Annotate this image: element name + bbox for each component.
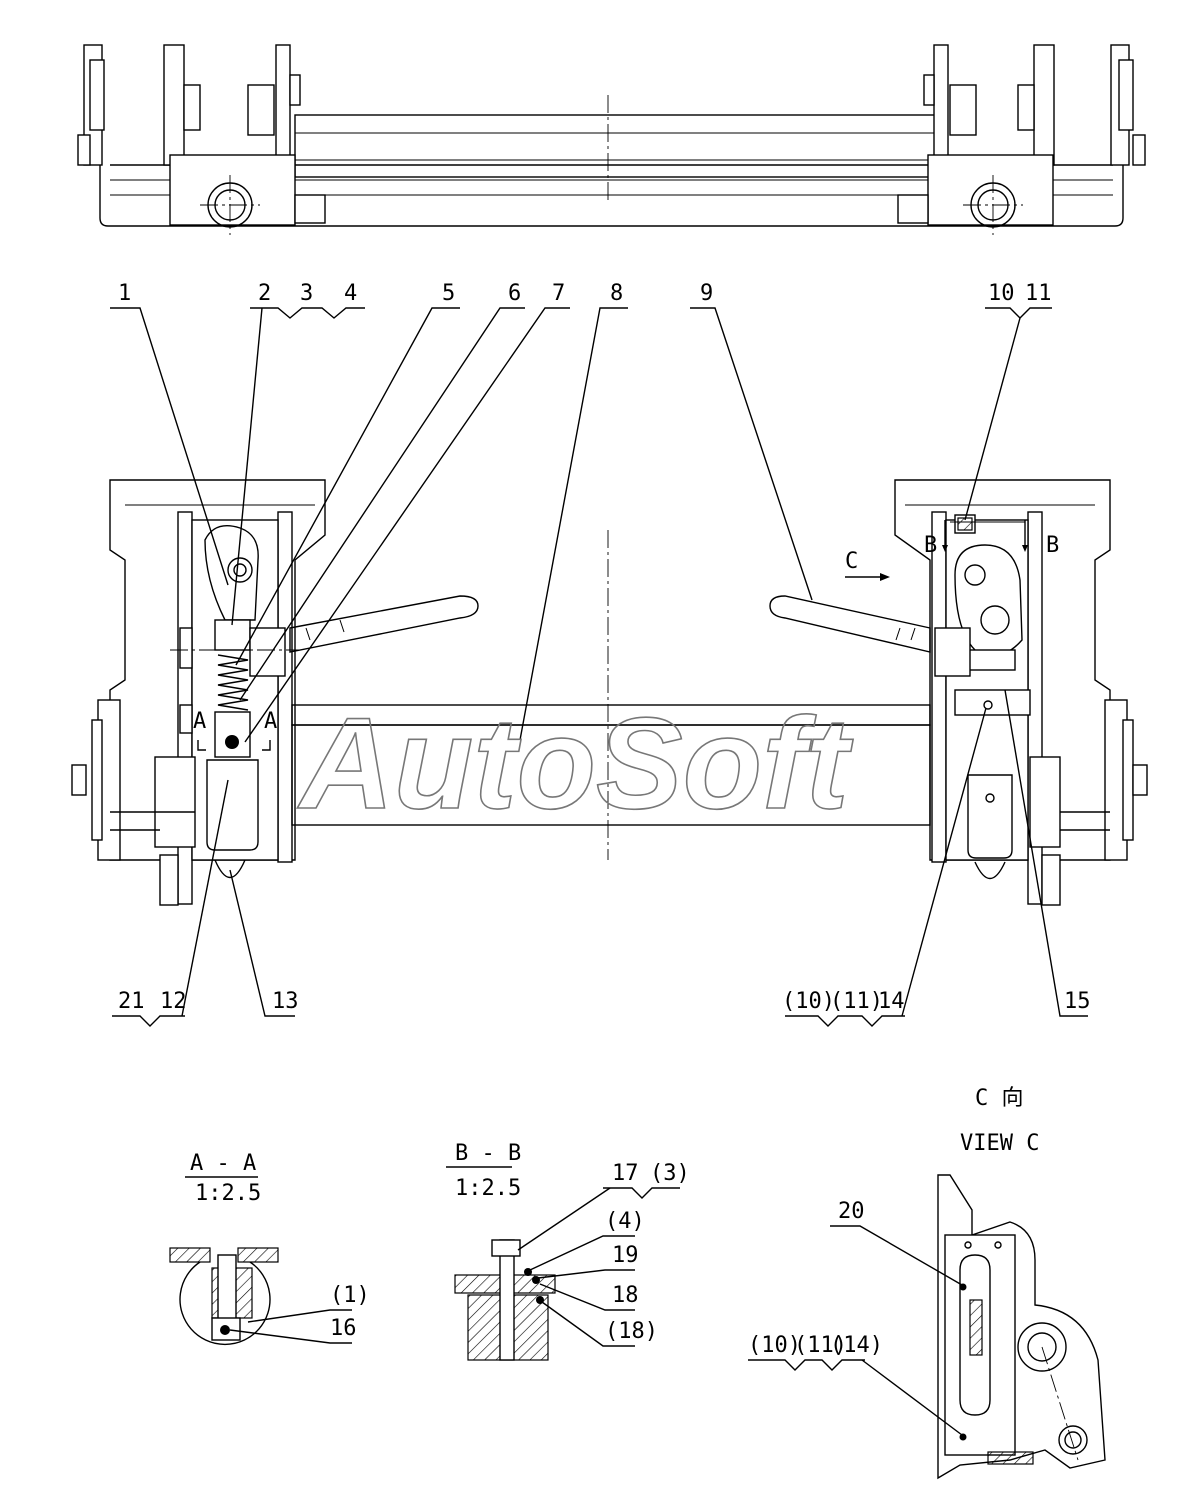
- callout-3: 3: [300, 281, 313, 306]
- callout-8: 8: [610, 281, 623, 306]
- section-aa-scale: 1:2.5: [195, 1181, 261, 1206]
- label-bb-p4: (4): [605, 1209, 645, 1234]
- right-housing: [894, 479, 1111, 861]
- callout-6: 6: [508, 281, 521, 306]
- view-mark-c: C: [845, 549, 858, 574]
- callout-1: 1: [118, 281, 131, 306]
- callout-15: 15: [1064, 989, 1091, 1014]
- label-aa-p1: (1): [330, 1283, 370, 1308]
- watermark: AutoSoft: [297, 690, 853, 836]
- callout-7: 7: [552, 281, 565, 306]
- label-aa-16: 16: [330, 1316, 357, 1341]
- view-c-title-en: VIEW C: [960, 1131, 1039, 1156]
- section-mark-a-right: A: [264, 709, 277, 734]
- callout-13: 13: [272, 989, 299, 1014]
- callout-4: 4: [344, 281, 357, 306]
- top-shaft: [294, 114, 936, 178]
- callouts: 1 2 3 4 5 6 7 8 9 10 11 21 12 13 (10) (1…: [110, 281, 1091, 1027]
- label-bb-17: 17: [612, 1161, 639, 1186]
- section-mark-b-left: B: [924, 533, 937, 558]
- callout-11: 11: [1025, 281, 1052, 306]
- callout-21: 21: [118, 989, 145, 1014]
- left-lever: [289, 595, 479, 653]
- section-bb-scale: 1:2.5: [455, 1176, 521, 1201]
- top-view: [77, 44, 1146, 235]
- view-c: C 向 VIEW C 20 (10) (11) (14): [748, 1086, 1106, 1480]
- view-c-title-cn: C 向: [975, 1086, 1024, 1111]
- label-c-p10: (10): [748, 1333, 801, 1358]
- label-bb-p3: (3): [650, 1161, 690, 1186]
- callout-p11: (11): [830, 989, 883, 1014]
- label-c-p14: (14): [830, 1333, 883, 1358]
- callout-10: 10: [988, 281, 1015, 306]
- section-bb-title: B - B: [455, 1141, 521, 1166]
- label-c-20: 20: [838, 1199, 865, 1224]
- label-bb-18: 18: [612, 1283, 639, 1308]
- section-mark-b-right: B: [1046, 533, 1059, 558]
- callout-p10: (10): [782, 989, 835, 1014]
- front-view: A A B B C: [71, 479, 1148, 906]
- top-right-assembly: [897, 44, 1146, 235]
- section-mark-a-left: A: [193, 709, 206, 734]
- callout-2: 2: [258, 281, 271, 306]
- label-bb-p18: (18): [605, 1319, 658, 1344]
- callout-9: 9: [700, 281, 713, 306]
- label-bb-19: 19: [612, 1243, 639, 1268]
- section-aa-title: A - A: [190, 1151, 256, 1176]
- section-aa: A - A 1:2.5 (1) 16: [169, 1151, 370, 1346]
- callout-5: 5: [442, 281, 455, 306]
- top-left-assembly: [77, 44, 326, 235]
- callout-12: 12: [160, 989, 187, 1014]
- section-bb: B - B 1:2.5 17 (3) (4) 19 18 (18): [446, 1141, 690, 1361]
- label-c-p11: (11): [794, 1333, 847, 1358]
- callout-14: 14: [878, 989, 905, 1014]
- right-lever: [769, 595, 931, 653]
- view-c-body: [937, 1174, 1106, 1480]
